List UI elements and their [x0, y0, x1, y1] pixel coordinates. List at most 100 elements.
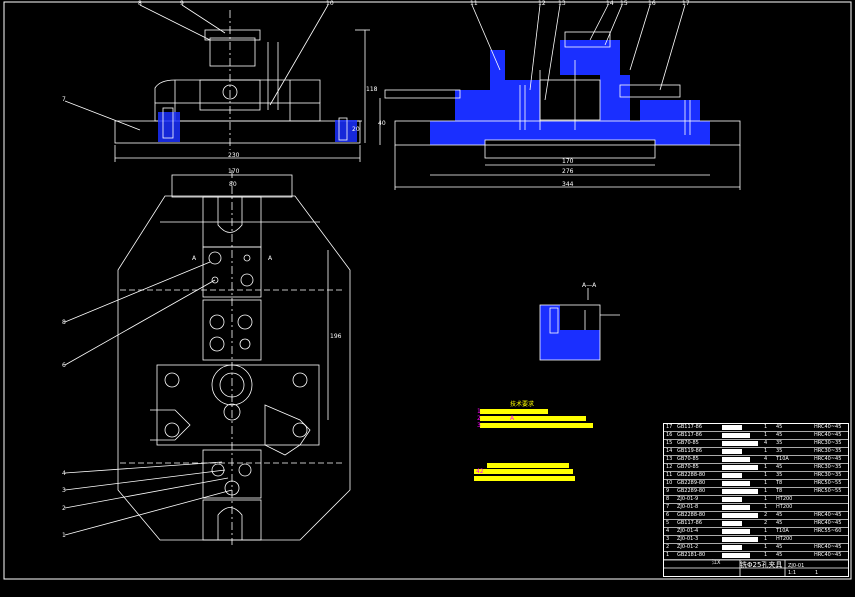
parts-cell-note: HRC30~35	[814, 472, 842, 478]
tech-item-1: 1	[477, 408, 481, 415]
plan-view	[64, 170, 351, 545]
parts-cell-qty: 2	[764, 520, 768, 526]
note-line-2	[474, 469, 573, 474]
parts-cell-qty: 1	[764, 496, 768, 502]
parts-cell-note: HRC30~35	[814, 464, 842, 470]
parts-cell-no: 13	[666, 456, 673, 462]
parts-cell-mat: HT200	[776, 496, 793, 502]
parts-cell-code: ZJ0-01-9	[677, 496, 699, 502]
parts-cell-note: HRC30~35	[814, 448, 842, 454]
parts-name-redacted	[722, 425, 742, 430]
dim-276: 276	[562, 168, 574, 175]
parts-name-redacted	[722, 433, 750, 438]
clamp-block	[209, 37, 256, 67]
parts-cell-mat: 35	[776, 472, 783, 478]
dim-230: 230	[228, 152, 240, 159]
parts-cell-mat: HT200	[776, 536, 793, 542]
parts-name-redacted	[722, 457, 750, 462]
section-mark-right: A	[268, 255, 273, 262]
note-line-1	[487, 463, 569, 468]
section-a-a	[539, 288, 620, 361]
parts-cell-qty: 1	[764, 504, 768, 510]
parts-cell-code: GB119-86	[677, 448, 703, 454]
parts-cell-note: HRC40~45	[814, 520, 842, 526]
drawing-no: ZJ0-01	[788, 563, 805, 569]
parts-name-redacted	[722, 441, 758, 446]
dim-20: 20	[352, 126, 360, 133]
balloon-plan-4: 4	[62, 470, 66, 477]
parts-cell-mat: T10A	[776, 528, 789, 534]
parts-cell-note: HRC50~55	[814, 488, 842, 494]
parts-name-redacted	[722, 537, 758, 542]
tech-item-3: 3	[477, 422, 481, 429]
parts-cell-code: ZJ0-01-2	[677, 544, 699, 550]
parts-cell-note: HRC50~55	[814, 480, 842, 486]
dim-40: 40	[378, 120, 386, 127]
parts-cell-code: GB2288-80	[677, 472, 706, 478]
parts-cell-no: 16	[666, 432, 673, 438]
parts-cell-mat: HT200	[776, 504, 793, 510]
balloon-plan-6: 6	[62, 362, 66, 369]
parts-cell-mat: 35	[776, 448, 783, 454]
parts-cell-code: GB117-86	[677, 424, 703, 430]
tech-req-title: 技术要求	[510, 401, 535, 408]
parts-cell-qty: 1	[764, 448, 768, 454]
parts-cell-note: HRC30~35	[814, 440, 842, 446]
parts-cell-note	[814, 504, 848, 511]
parts-name-redacted	[722, 481, 750, 486]
balloon-14: 14	[606, 0, 614, 7]
parts-cell-code: GB2289-80	[677, 480, 706, 486]
parts-cell-no: 4	[666, 528, 670, 534]
parts-cell-code: ZJ0-01-3	[677, 536, 699, 542]
front-view	[64, 4, 370, 162]
parts-cell-no: 6	[666, 512, 670, 518]
parts-cell-mat: 45	[776, 512, 783, 518]
parts-name-redacted	[722, 553, 750, 558]
parts-cell-mat: 45	[776, 464, 783, 470]
parts-name-redacted	[722, 505, 750, 510]
tech-line-3	[480, 423, 593, 428]
parts-cell-qty: 1	[764, 552, 768, 558]
parts-cell-qty: 1	[764, 424, 768, 430]
balloon-16: 16	[648, 0, 656, 7]
parts-cell-mat: T8	[776, 488, 783, 494]
parts-cell-qty: 1	[764, 528, 768, 534]
parts-cell-note: HRC40~45	[814, 424, 842, 430]
parts-cell-code: GB117-86	[677, 520, 703, 526]
parts-cell-code: GB2181-80	[677, 552, 706, 558]
section-title: A—A	[582, 282, 597, 289]
balloon-plan-2: 2	[62, 505, 66, 512]
parts-cell-code: GB70-85	[677, 456, 699, 462]
parts-cell-no: 11	[666, 472, 673, 478]
balloon-8: 8	[138, 0, 142, 7]
parts-cell-no: 1	[666, 552, 670, 558]
parts-cell-mat: T10A	[776, 456, 789, 462]
parts-cell-qty: 1	[764, 544, 768, 550]
parts-name-redacted	[722, 513, 758, 518]
parts-name-redacted	[722, 473, 742, 478]
parts-cell-code: ZJ0-01-4	[677, 528, 699, 534]
dim-80: 80	[229, 181, 237, 188]
parts-name-redacted	[722, 497, 742, 502]
parts-name-redacted	[722, 449, 742, 454]
balloon-13: 13	[558, 0, 566, 7]
dim-196: 196	[330, 333, 342, 340]
parts-cell-qty: 1	[764, 536, 768, 542]
base-plate	[114, 120, 361, 144]
note-a: A	[510, 415, 515, 422]
balloon-9: 9	[180, 0, 184, 7]
parts-cell-no: 3	[666, 536, 670, 542]
parts-cell-mat: 45	[776, 544, 783, 550]
side-section-view	[379, 4, 741, 190]
parts-cell-qty: 1	[764, 432, 768, 438]
parts-cell-qty: 2	[764, 512, 768, 518]
scale: 1:1	[788, 570, 797, 576]
parts-cell-no: 7	[666, 504, 670, 510]
